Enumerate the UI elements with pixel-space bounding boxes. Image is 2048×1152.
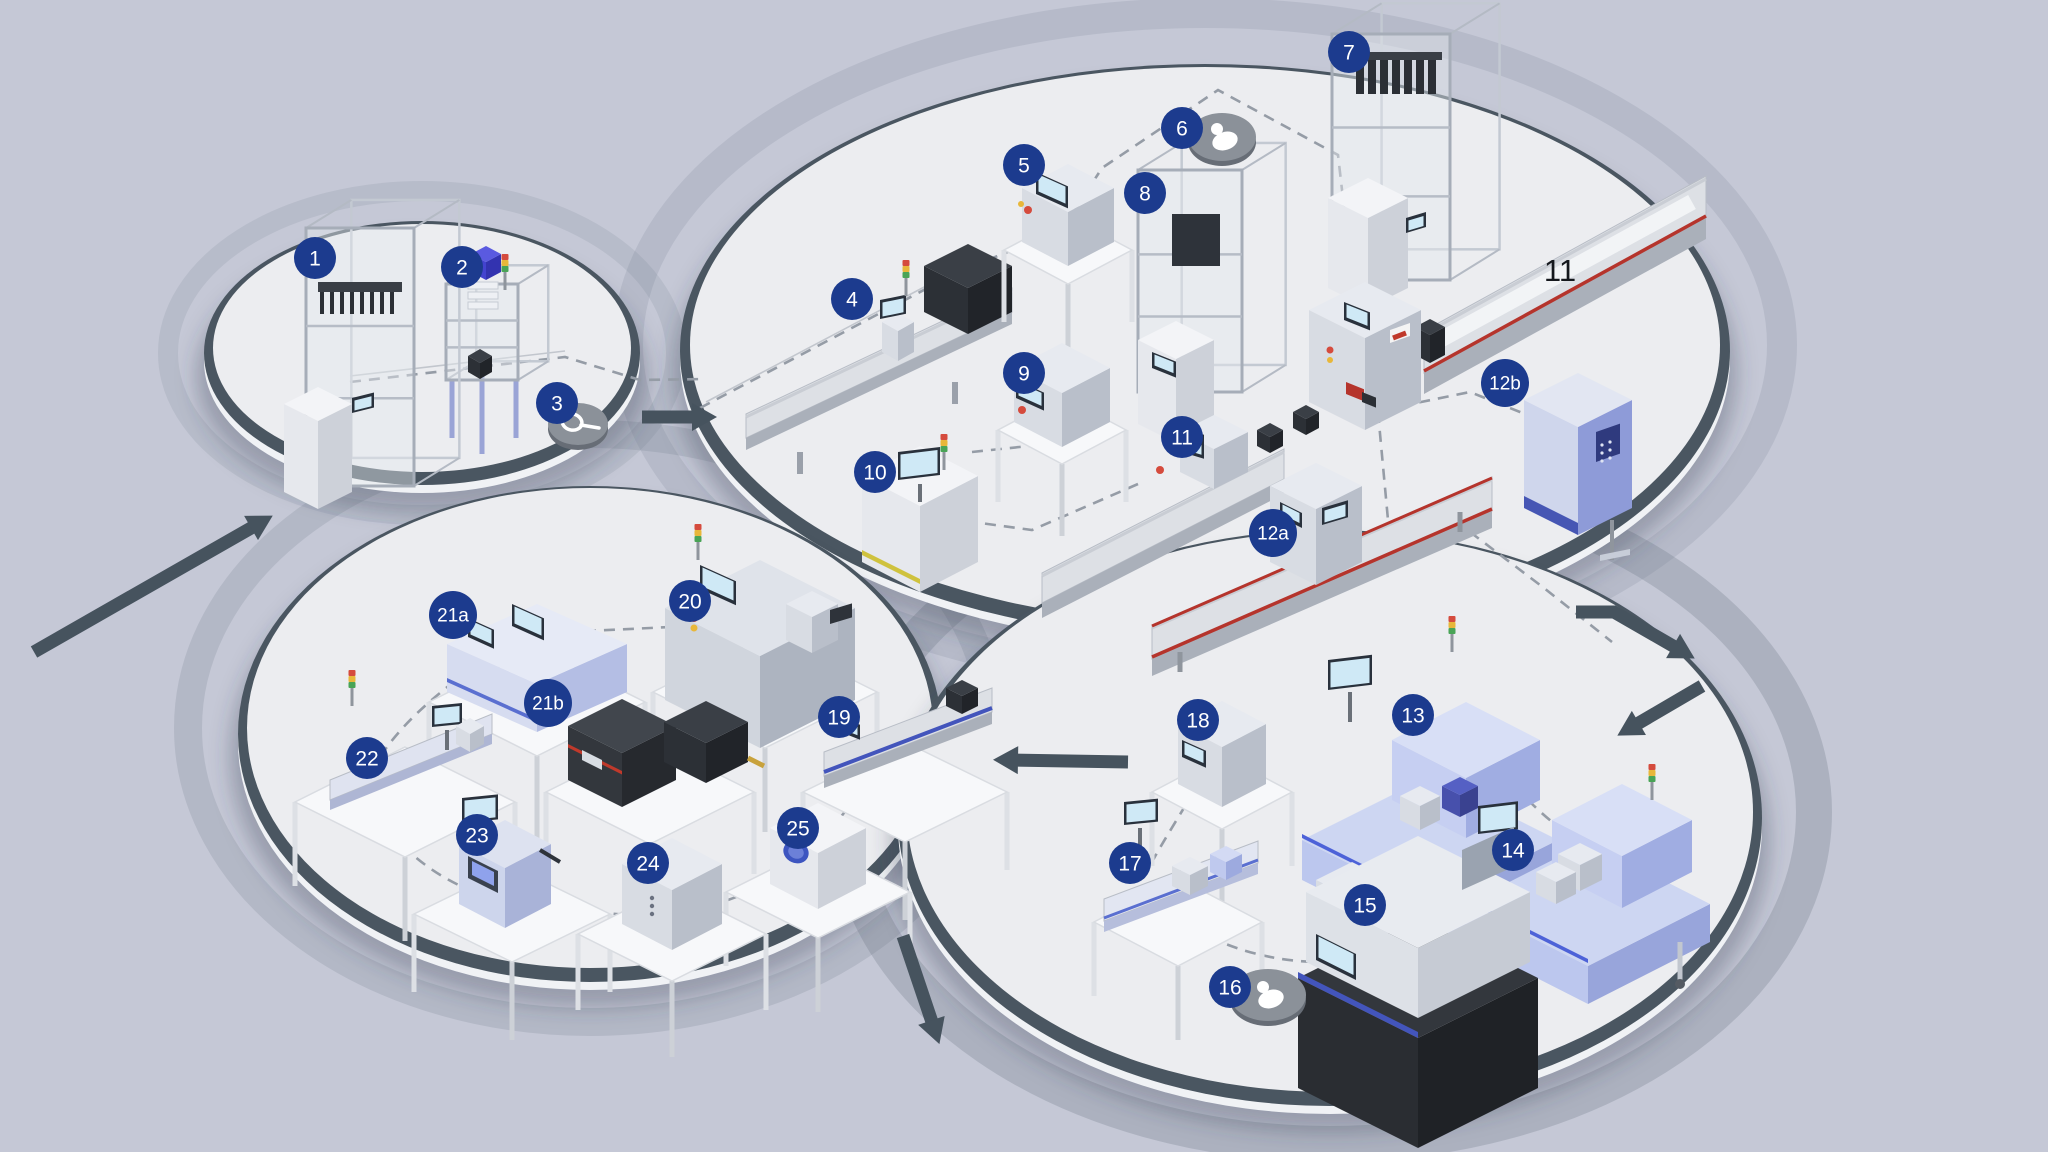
station-badge-4[interactable]: 4 [831, 278, 873, 320]
station-badge-label: 21b [532, 694, 564, 715]
station-badge-label: 7 [1343, 42, 1355, 65]
machine-station-19 [800, 680, 1010, 920]
machine-station-7 [1328, 2, 1501, 308]
machine-trough-conveyor-11 [1415, 175, 1707, 394]
station-badge-17[interactable]: 17 [1109, 842, 1151, 884]
station-badge-label: 12b [1489, 374, 1521, 395]
station-badge-18[interactable]: 18 [1177, 699, 1219, 741]
station-badge-label: 3 [551, 393, 563, 416]
machine-station-4 [745, 244, 1013, 474]
station-badge-9[interactable]: 9 [1003, 352, 1045, 394]
machine-station-5 [1001, 164, 1135, 356]
station-badge-label: 14 [1501, 840, 1525, 863]
station-badge-19[interactable]: 19 [818, 696, 860, 738]
station-badge-24[interactable]: 24 [627, 842, 669, 884]
station-badge-label: 17 [1118, 853, 1141, 876]
station-badge-1[interactable]: 1 [294, 237, 336, 279]
flow-arrow-outflow [896, 933, 945, 1045]
station-badge-label: 16 [1218, 977, 1241, 1000]
station-badge-11[interactable]: 11 [1161, 416, 1203, 458]
station-badge-label: 9 [1018, 363, 1030, 386]
station-badge-label: 2 [456, 257, 468, 280]
station-badge-5[interactable]: 5 [1003, 144, 1045, 186]
station-badge-13[interactable]: 13 [1392, 694, 1434, 736]
station-badge-8[interactable]: 8 [1124, 172, 1166, 214]
flow-arrow-right-to-left-cell [993, 746, 1129, 775]
flow-arrow-into-right-cell [1617, 680, 1706, 736]
station-badge-12b[interactable]: 12b [1481, 359, 1529, 407]
station-badge-12a[interactable]: 12a [1249, 509, 1297, 557]
person-icon [1257, 981, 1284, 1009]
station-badge-label: 5 [1018, 155, 1030, 178]
flow-arrow-inflow [30, 515, 273, 658]
station-badge-label: 12a [1257, 524, 1289, 545]
station-badge-22[interactable]: 22 [346, 737, 388, 779]
station-badge-7[interactable]: 7 [1328, 31, 1370, 73]
platform-intake-cell [196, 221, 648, 512]
station-badge-label: 24 [636, 853, 660, 876]
station-badge-label: 20 [678, 591, 701, 614]
machine-station-12b [1524, 373, 1632, 561]
person-marker [1188, 113, 1256, 166]
station-badge-6[interactable]: 6 [1161, 107, 1203, 149]
flow-arrow-main-cell-out [1576, 605, 1695, 659]
station-badge-16[interactable]: 16 [1209, 966, 1251, 1008]
station-badge-23[interactable]: 23 [456, 814, 498, 856]
station-badge-2[interactable]: 2 [441, 246, 483, 288]
station-badge-label: 8 [1139, 183, 1151, 206]
station-badge-21b[interactable]: 21b [524, 679, 572, 727]
station-badge-label: 4 [846, 289, 858, 312]
station-badge-label: 6 [1176, 118, 1188, 141]
station-badge-label: 11 [1171, 427, 1193, 450]
station-badge-21a[interactable]: 21a [429, 591, 477, 639]
station-badge-label: 22 [355, 748, 378, 771]
station-badge-label: 21a [437, 606, 469, 627]
station-badge-3[interactable]: 3 [536, 382, 578, 424]
station-badge-25[interactable]: 25 [777, 807, 819, 849]
floor-label: 11 [1544, 253, 1576, 288]
station-badge-label: 23 [465, 825, 488, 848]
machine-station-8 [1136, 141, 1287, 443]
person-icon [1211, 123, 1238, 151]
flow-arrow-intake-to-main [642, 403, 717, 431]
station-badge-label: 13 [1401, 705, 1424, 728]
station-badge-10[interactable]: 10 [854, 451, 896, 493]
machine-station-17 [1091, 798, 1265, 1040]
station-badge-label: 15 [1353, 895, 1376, 918]
station-badge-label: 10 [863, 462, 886, 485]
machine-central-press [1309, 282, 1421, 430]
station-badge-15[interactable]: 15 [1344, 884, 1386, 926]
station-badge-20[interactable]: 20 [669, 580, 711, 622]
station-badge-label: 1 [309, 248, 321, 271]
machine-station-15 [1298, 826, 1538, 1148]
station-badge-label: 18 [1186, 710, 1209, 733]
station-badge-label: 19 [827, 707, 850, 730]
station-badge-label: 25 [786, 818, 809, 841]
machine-station-23 [411, 794, 613, 1040]
station-badge-14[interactable]: 14 [1492, 829, 1534, 871]
machine-station-21b [543, 699, 766, 926]
